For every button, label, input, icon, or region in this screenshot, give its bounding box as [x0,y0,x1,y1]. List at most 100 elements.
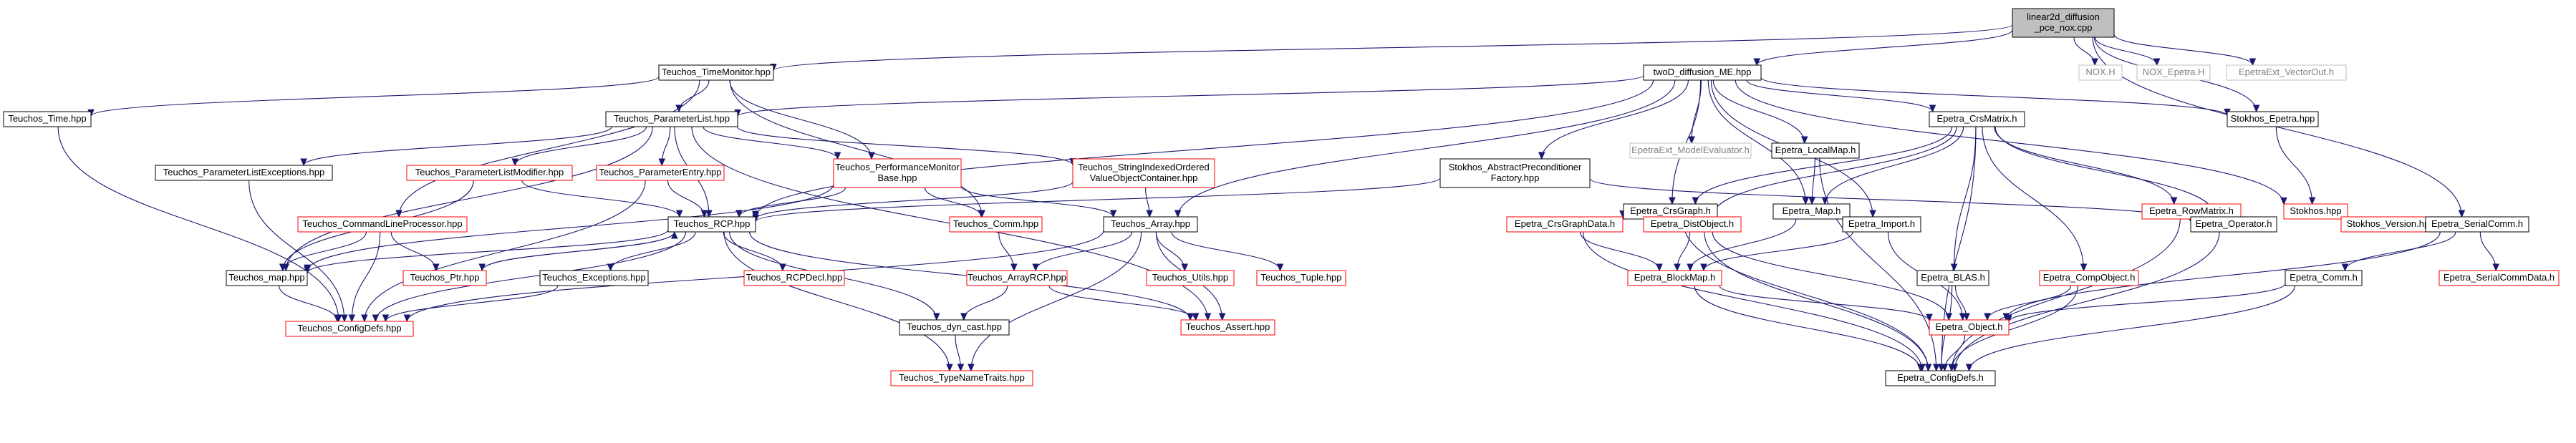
graph-node-noxep: NOX_Epetra.H [2136,64,2211,81]
graph-node-ttuple[interactable]: Teuchos_Tuple.hpp [1256,270,1346,286]
node-label: Epetra_Import.h [1848,218,1915,229]
graph-node-tcomm[interactable]: Teuchos_Comm.hpp [949,216,1043,233]
node-label: Teuchos_Time.hpp [8,113,86,124]
edge-arrowhead [1948,364,1955,372]
edge-arrowhead [1181,263,1188,272]
node-label: Epetra_Comm.h [2290,272,2358,283]
dependency-edge [723,231,783,271]
graph-node-plmod[interactable]: Teuchos_ParameterListModifier.hpp [406,165,573,181]
dependency-edge [2275,126,2313,205]
graph-node-absprec[interactable]: Stokhos_AbstractPreconditionerFactory.hp… [1439,158,1591,188]
node-box [1929,111,2025,127]
graph-node-plexc[interactable]: Teuchos_ParameterListExceptions.hpp [155,165,333,181]
graph-node-tassert[interactable]: Teuchos_Assert.hpp [1180,319,1275,336]
node-box [1506,216,1624,233]
graph-node-operator[interactable]: Epetra_Operator.h [2190,216,2277,233]
edge-arrowhead [1669,197,1676,205]
edge-arrowhead [1808,197,1815,205]
graph-node-rcpdecl[interactable]: Teuchos_RCPDecl.hpp [743,270,845,286]
graph-node-arcp[interactable]: Teuchos_ArrayRCP.hpp [966,270,1068,286]
graph-node-sercomm[interactable]: Epetra_SerialComm.h [2425,216,2529,233]
graph-node-root: linear2d_diffusion_pce_nox.cpp [2012,8,2115,38]
graph-node-rowmatrix[interactable]: Epetra_RowMatrix.h [2141,203,2242,220]
graph-node-stokver[interactable]: Stokhos_Version.hpp [2340,216,2441,233]
graph-node-rcp[interactable]: Teuchos_RCP.hpp [667,216,756,233]
graph-node-confdefs[interactable]: Teuchos_ConfigDefs.hpp [285,321,414,337]
node-label: Stokhos.hpp [2290,205,2341,216]
graph-node-epcomm[interactable]: Epetra_Comm.h [2285,270,2363,286]
graph-node-stokhos[interactable]: Stokhos.hpp [2283,203,2348,220]
edge-arrowhead [2280,197,2287,205]
dependency-edge [729,79,872,160]
graph-node-crsgraph[interactable]: Epetra_CrsGraph.h [1623,203,1718,220]
dependency-edge [1671,79,1702,205]
graph-node-tptr[interactable]: Teuchos_Ptr.hpp [402,270,487,286]
node-box [658,64,774,81]
graph-node-dyncast[interactable]: Teuchos_dyn_cast.hpp [899,319,1010,336]
graph-node-crsmatrix[interactable]: Epetra_CrsMatrix.h [1929,111,2025,127]
dependency-edge [1155,231,1185,271]
node-label: linear2d_diffusion [2027,11,2100,22]
dependency-edge [279,285,338,322]
nodes-layer: linear2d_diffusion_pce_nox.cppTeuchos_Ti… [3,8,2560,386]
node-box [2190,216,2277,233]
graph-node-plist[interactable]: Teuchos_ParameterList.hpp [605,111,738,127]
graph-node-tutils[interactable]: Teuchos_Utils.hpp [1146,270,1235,286]
graph-node-tmap[interactable]: Teuchos_map.hpp [226,270,308,286]
dependency-edge [1719,285,1930,321]
edge-arrowhead [1700,263,1707,272]
node-box [1146,270,1235,286]
node-label: Teuchos_Ptr.hpp [410,272,480,283]
node-box [155,165,333,181]
edge-arrowhead [1753,58,1760,67]
graph-node-vecout: EpetraExt_VectorOut.h [2226,64,2347,81]
node-label: Epetra_CrsGraphData.h [1515,218,1615,229]
graph-node-import[interactable]: Epetra_Import.h [1842,216,1921,233]
graph-node-pentry[interactable]: Teuchos_ParameterEntry.hpp [596,165,725,181]
edge-arrowhead [946,364,953,372]
graph-node-epmap[interactable]: Epetra_Map.h [1772,203,1851,220]
edge-arrowhead [1924,364,1932,372]
dependency-edge [924,187,982,218]
edge-arrowhead [735,210,743,218]
graph-node-ttime[interactable]: Teuchos_Time.hpp [3,111,92,127]
graph-node-noxh: NOX.H [2078,64,2123,81]
graph-node-stokep[interactable]: Stokhos_Epetra.hpp [2227,111,2319,127]
node-box [1916,270,1989,286]
node-box [402,270,487,286]
node-label: Teuchos_ArrayRCP.hpp [968,272,1066,283]
node-label: Teuchos_Tuple.hpp [1261,272,1342,283]
dependency-edge [2008,283,2286,323]
edges-layer [57,24,2499,372]
dependency-edge [1177,79,1676,218]
graph-node-tarray[interactable]: Teuchos_Array.hpp [1103,216,1198,233]
edge-arrowhead [1869,210,1876,218]
graph-node-twod[interactable]: twoD_diffusion_ME.hpp [1643,64,1762,81]
graph-node-blas[interactable]: Epetra_BLAS.h [1916,270,1989,286]
graph-node-crsgdata[interactable]: Epetra_CrsGraphData.h [1506,216,1624,233]
graph-node-epobject[interactable]: Epetra_Object.h [1929,319,2010,336]
graph-node-localmap[interactable]: Epetra_LocalMap.h [1771,142,1860,159]
graph-node-compobj[interactable]: Epetra_CompObject.h [2039,270,2139,286]
graph-node-epconf[interactable]: Epetra_ConfigDefs.h [1885,370,1996,386]
graph-node-blockmap[interactable]: Epetra_BlockMap.h [1627,270,1722,286]
dependency-edge [375,231,687,322]
node-label: Teuchos_Assert.hpp [1186,321,1270,332]
graph-node-texc[interactable]: Teuchos_Exceptions.hpp [539,270,649,286]
graph-node-timemon[interactable]: Teuchos_TimeMonitor.hpp [658,64,774,81]
edge-arrowhead [300,158,307,167]
node-box [2039,270,2139,286]
node-box [2425,216,2529,233]
graph-node-sercdata[interactable]: Epetra_SerialCommData.h [2438,270,2560,286]
dependency-edge [390,231,437,271]
graph-node-clp[interactable]: Teuchos_CommandLineProcessor.hpp [297,216,468,233]
node-box [1439,158,1591,188]
edge-arrowhead [2252,104,2260,113]
graph-node-strindexed[interactable]: Teuchos_StringIndexedOrderedValueObjectC… [1072,158,1215,188]
graph-node-distobj[interactable]: Epetra_DistObject.h [1643,216,1742,233]
edge-arrowhead [1932,364,1940,372]
node-label: Teuchos_ParameterList.hpp [614,113,730,124]
graph-node-typenametr[interactable]: Teuchos_TypeNameTraits.hpp [890,370,1033,386]
